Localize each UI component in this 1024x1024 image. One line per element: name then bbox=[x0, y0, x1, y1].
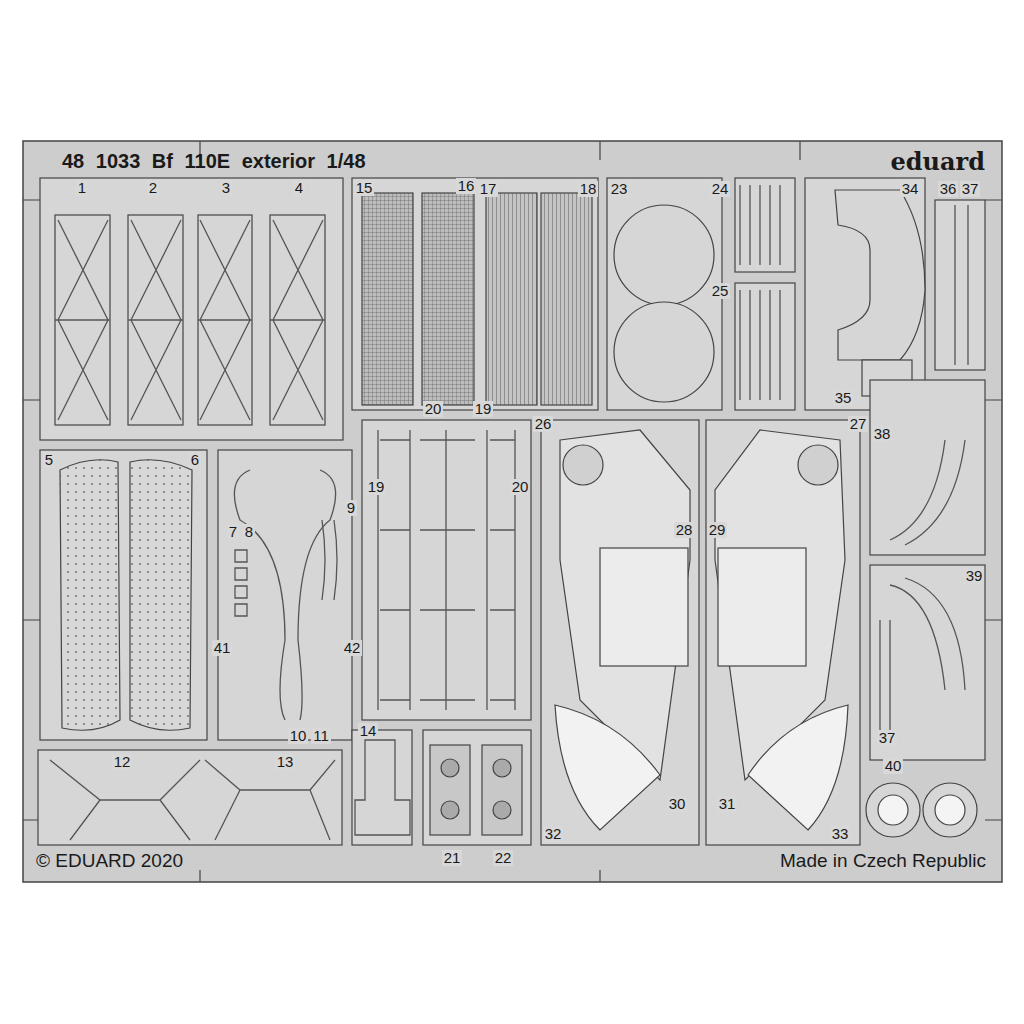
footer-note: © EDUARD 2020 bbox=[36, 851, 183, 872]
part-number: 25 bbox=[710, 283, 731, 300]
part-number: 31 bbox=[717, 796, 738, 813]
part-number: 34 bbox=[900, 181, 921, 198]
part-number: 38 bbox=[872, 426, 893, 443]
part-number: 23 bbox=[609, 181, 630, 198]
part-number: 19 bbox=[473, 401, 494, 418]
part-number: 21 bbox=[442, 850, 463, 867]
footer-note: Made in Czech Republic bbox=[780, 851, 986, 872]
part-number: 13 bbox=[275, 754, 296, 771]
part-number: 5 bbox=[43, 452, 55, 469]
part-number: 11 bbox=[311, 728, 331, 745]
part-number: 30 bbox=[667, 796, 688, 813]
part-number: 39 bbox=[964, 568, 985, 585]
part-number: 29 bbox=[707, 522, 728, 539]
brand-logo: eduard bbox=[891, 149, 985, 175]
part-number: 26 bbox=[533, 416, 554, 433]
part-number: 41 bbox=[212, 640, 233, 657]
part-number: 22 bbox=[493, 850, 514, 867]
part-number: 8 bbox=[243, 524, 255, 541]
part-number: 6 bbox=[189, 452, 201, 469]
part-number: 9 bbox=[345, 500, 357, 517]
part-number: 7 bbox=[227, 524, 239, 541]
part-number: 28 bbox=[674, 522, 695, 539]
part-number: 15 bbox=[354, 180, 375, 197]
part-number: 16 bbox=[456, 178, 477, 195]
part-number: 3 bbox=[220, 180, 232, 197]
part-number: 19 bbox=[366, 479, 387, 496]
part-number: 42 bbox=[342, 640, 363, 657]
part-number: 35 bbox=[833, 390, 854, 407]
part-number: 4 bbox=[293, 180, 305, 197]
part-number: 20 bbox=[423, 401, 444, 418]
part-number: 32 bbox=[543, 826, 564, 843]
part-number: 10 bbox=[288, 728, 309, 745]
part-number: 18 bbox=[578, 181, 599, 198]
part-number: 1 bbox=[76, 180, 88, 197]
part-number: 24 bbox=[710, 181, 731, 198]
sheet-title: 48 1033 Bf 110E exterior 1/48 bbox=[62, 150, 366, 172]
part-number: 36 bbox=[938, 181, 959, 198]
part-number: 37 bbox=[960, 181, 981, 198]
part-number: 12 bbox=[112, 754, 133, 771]
part-number: 40 bbox=[883, 758, 904, 775]
part-number: 2 bbox=[147, 180, 159, 197]
part-number: 27 bbox=[848, 416, 869, 433]
part-number: 20 bbox=[510, 479, 531, 496]
part-number: 14 bbox=[358, 723, 379, 740]
part-number: 33 bbox=[830, 826, 851, 843]
part-number: 17 bbox=[478, 181, 499, 198]
part-number: 37 bbox=[877, 730, 898, 747]
